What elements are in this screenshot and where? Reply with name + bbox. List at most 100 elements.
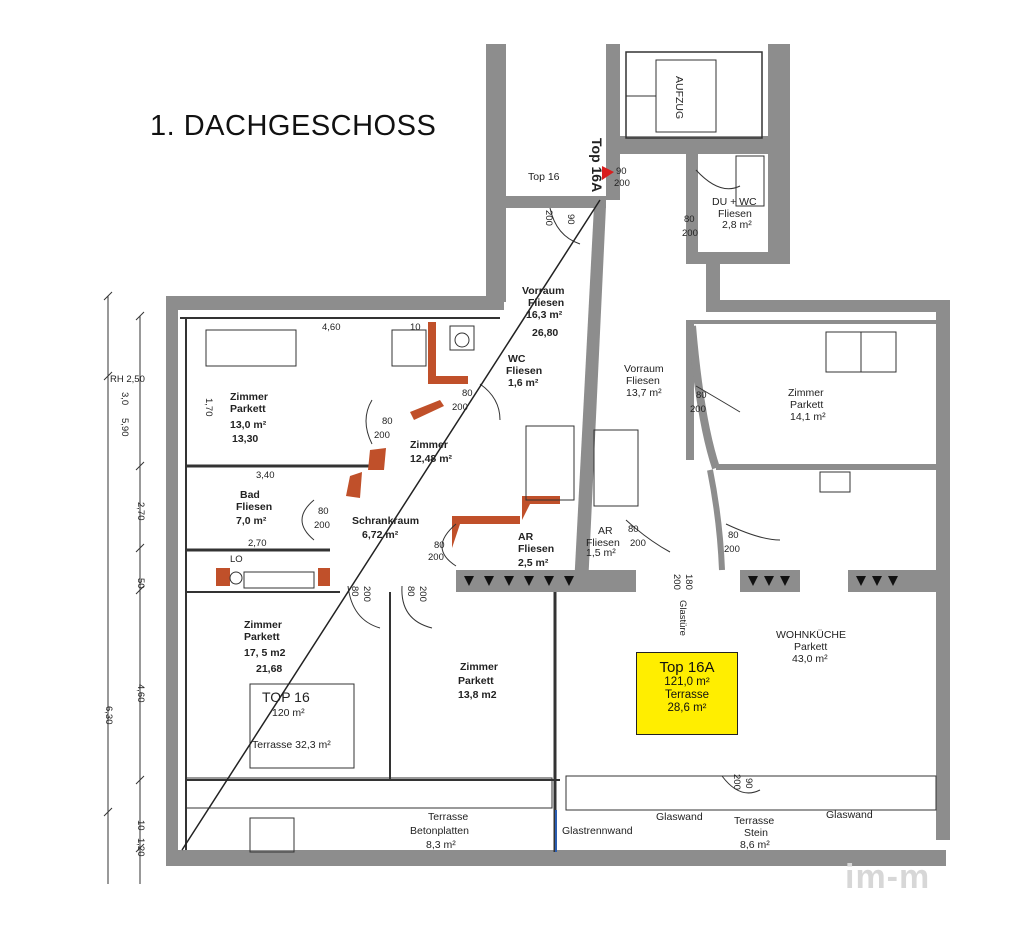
svg-text:80: 80 — [628, 524, 639, 535]
elevator-shaft — [625, 51, 763, 139]
unit-terrace-label: Terrasse — [664, 689, 710, 701]
svg-text:8,6 m²: 8,6 m² — [740, 839, 770, 851]
svg-text:RH 2,50: RH 2,50 — [110, 374, 145, 385]
top16a-vertical-label: Top 16A — [589, 138, 605, 192]
svg-text:Parkett: Parkett — [244, 631, 280, 643]
svg-text:200: 200 — [452, 402, 468, 413]
dimension-chain — [103, 291, 145, 884]
fixtures — [185, 155, 937, 853]
svg-text:13,30: 13,30 — [232, 433, 258, 445]
svg-text:5,90: 5,90 — [119, 418, 130, 437]
svg-text:200: 200 — [361, 586, 372, 602]
svg-text:200: 200 — [671, 574, 682, 590]
svg-text:LO: LO — [230, 554, 243, 565]
svg-text:200: 200 — [614, 178, 630, 189]
svg-text:43,0 m²: 43,0 m² — [792, 653, 828, 665]
svg-text:10: 10 — [410, 322, 421, 333]
zimmer-2-label: Zimmer — [410, 439, 448, 451]
ar-2-label: AR — [598, 525, 613, 537]
svg-text:12,48 m²: 12,48 m² — [410, 453, 453, 465]
unit-highlight-box: Top 16A 121,0 m² Terrasse 28,6 m² — [636, 652, 738, 735]
svg-text:120 m²: 120 m² — [272, 707, 305, 719]
svg-text:50: 50 — [135, 578, 146, 589]
svg-text:8,3 m²: 8,3 m² — [426, 839, 456, 851]
svg-text:200: 200 — [428, 552, 444, 563]
terrasse-stein-label: Terrasse — [734, 815, 774, 827]
bad-label: Bad — [240, 489, 260, 501]
svg-text:17, 5 m2: 17, 5 m2 — [244, 647, 286, 659]
svg-text:13,8 m2: 13,8 m2 — [458, 689, 497, 701]
wc-label: WC — [508, 353, 526, 365]
strike-line — [181, 199, 601, 851]
elevator-label: AUFZUG — [673, 76, 685, 119]
svg-text:4,60: 4,60 — [135, 684, 146, 703]
svg-text:Fliesen: Fliesen — [518, 543, 554, 555]
floor-title: 1. DACHGESCHOSS — [150, 110, 437, 142]
svg-text:Parkett: Parkett — [458, 675, 494, 687]
svg-text:80: 80 — [462, 388, 473, 399]
svg-text:200: 200 — [690, 404, 706, 415]
svg-text:2,8 m²: 2,8 m² — [722, 219, 752, 231]
svg-text:1,5 m²: 1,5 m² — [586, 547, 616, 559]
zimmer-4-label: Zimmer — [460, 661, 498, 673]
svg-text:200: 200 — [314, 520, 330, 531]
svg-text:Terrasse 32,3 m²: Terrasse 32,3 m² — [252, 739, 331, 751]
svg-text:6,72 m²: 6,72 m² — [362, 529, 399, 541]
svg-text:16,3 m²: 16,3 m² — [526, 309, 563, 321]
svg-text:Parkett: Parkett — [230, 403, 266, 415]
svg-text:Fliesen: Fliesen — [718, 208, 752, 220]
svg-text:26,80: 26,80 — [532, 327, 558, 339]
svg-text:80: 80 — [728, 530, 739, 541]
window-markers — [464, 576, 898, 586]
svg-text:Fliesen: Fliesen — [528, 297, 564, 309]
svg-text:180: 180 — [683, 574, 694, 590]
svg-text:4,60: 4,60 — [322, 322, 341, 333]
glaswand-label: Glaswand — [656, 811, 703, 823]
svg-text:14,1 m²: 14,1 m² — [790, 411, 826, 423]
vorraum-top-label: Vorraum — [522, 285, 564, 297]
svg-text:90: 90 — [743, 778, 754, 789]
svg-text:2,70: 2,70 — [135, 502, 146, 521]
top16-box-title: TOP 16 — [262, 689, 310, 705]
unit-name: Top 16A — [659, 659, 715, 676]
right-unit-walls — [456, 44, 950, 840]
unit-area: 121,0 m² — [664, 676, 710, 688]
svg-text:80: 80 — [696, 390, 707, 401]
svg-text:200: 200 — [724, 544, 740, 555]
svg-text:2,70: 2,70 — [248, 538, 267, 549]
ar-1-label: AR — [518, 531, 534, 543]
zimmer-right-label: Zimmer — [788, 387, 824, 399]
top16-door-label: Top 16 — [528, 171, 560, 183]
svg-text:6,30: 6,30 — [103, 706, 114, 725]
svg-text:Stein: Stein — [744, 827, 768, 839]
svg-text:80: 80 — [405, 586, 416, 597]
svg-text:13,7 m²: 13,7 m² — [626, 387, 662, 399]
svg-text:80: 80 — [382, 416, 393, 427]
svg-text:1,6 m²: 1,6 m² — [508, 377, 539, 389]
svg-text:Fliesen: Fliesen — [236, 501, 272, 513]
svg-text:200: 200 — [417, 586, 428, 602]
svg-text:Parkett: Parkett — [794, 641, 827, 653]
svg-text:7,0 m²: 7,0 m² — [236, 515, 267, 527]
svg-text:Fliesen: Fliesen — [506, 365, 542, 377]
watermark: im-m — [845, 858, 931, 896]
svg-text:Parkett: Parkett — [790, 399, 823, 411]
svg-text:3,40: 3,40 — [256, 470, 275, 481]
svg-text:2,5 m²: 2,5 m² — [518, 557, 549, 569]
svg-text:Fliesen: Fliesen — [586, 537, 620, 549]
svg-text:90: 90 — [616, 166, 627, 177]
entrance-arrow-icon — [602, 166, 614, 180]
terrasse-beton-label: Terrasse — [428, 811, 468, 823]
svg-text:80: 80 — [684, 214, 695, 225]
room-labels: AUFZUG Top 16 Top 16A 90 200 DU + WC Fli… — [103, 76, 873, 857]
svg-text:200: 200 — [374, 430, 390, 441]
left-unit-walls — [166, 44, 946, 866]
svg-text:3,0: 3,0 — [119, 392, 130, 405]
svg-text:90: 90 — [565, 214, 576, 225]
svg-text:200: 200 — [682, 228, 698, 239]
schrankraum-label: Schrankraum — [352, 515, 419, 527]
svg-text:200: 200 — [543, 210, 554, 226]
door-swings — [301, 169, 781, 794]
wohnkueche-label: WOHNKÜCHE — [776, 629, 846, 641]
